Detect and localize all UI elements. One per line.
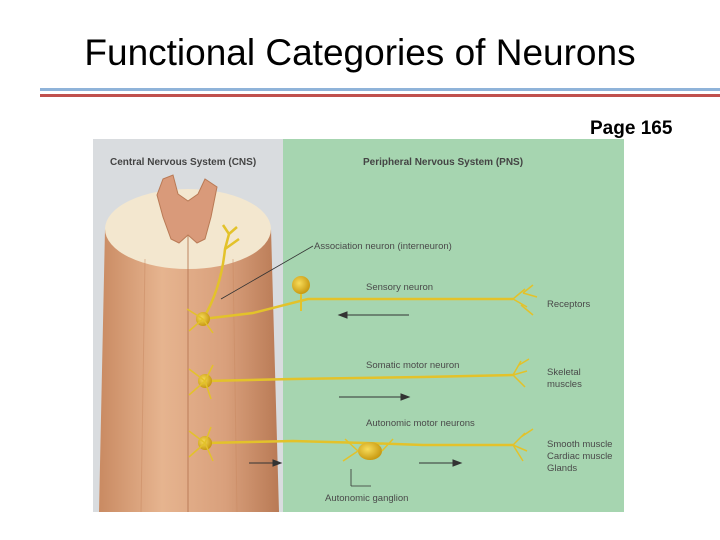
label-receptors: Receptors (547, 299, 591, 310)
autonomic-ganglion-cell-body (358, 442, 382, 460)
neuron-diagram: Central Nervous System (CNS) Peripheral … (93, 139, 624, 512)
label-glands: Glands (547, 463, 577, 474)
signal-direction-arrows (249, 311, 463, 467)
label-autonomic-motor-neurons: Autonomic motor neurons (366, 418, 475, 429)
spinal-cord (99, 174, 279, 512)
label-smooth-muscle: Smooth muscle (547, 439, 612, 450)
title-divider-red (40, 94, 720, 97)
association-neuron (201, 224, 240, 320)
label-somatic-motor-neuron: Somatic motor neuron (366, 360, 459, 371)
label-pointers (220, 245, 371, 487)
cns-header: Central Nervous System (CNS) (110, 157, 256, 168)
label-cardiac-muscle: Cardiac muscle (547, 451, 612, 462)
label-association-neuron: Association neuron (interneuron) (314, 241, 452, 252)
label-skeletal: Skeletal (547, 367, 581, 378)
slide-title: Functional Categories of Neurons (84, 32, 636, 73)
sensory-cell-body (292, 276, 310, 294)
label-muscles: muscles (547, 379, 582, 390)
neuron-diagram-svg: Central Nervous System (CNS) Peripheral … (93, 139, 624, 512)
pns-header: Peripheral Nervous System (PNS) (363, 157, 523, 168)
label-sensory-neuron: Sensory neuron (366, 282, 433, 293)
somatic-motor-neuron (188, 358, 530, 400)
autonomic-motor-neurons (188, 426, 534, 462)
label-autonomic-ganglion: Autonomic ganglion (325, 493, 408, 504)
page-reference: Page 165 (590, 118, 673, 139)
pns-panel (283, 139, 624, 512)
sensory-neuron (186, 276, 538, 334)
title-divider-blue (40, 88, 720, 91)
